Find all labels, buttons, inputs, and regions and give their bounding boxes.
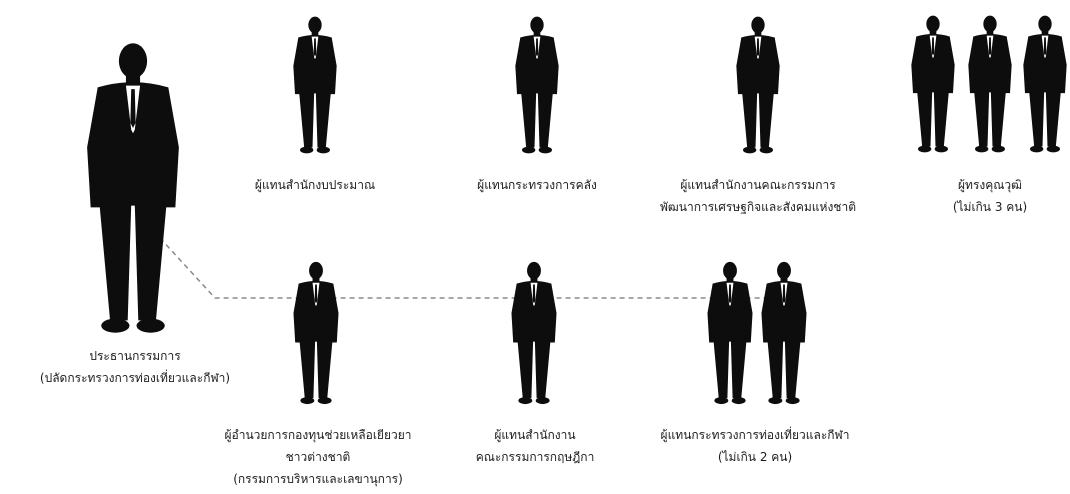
expert-silhouette-2 (968, 15, 1012, 153)
council-of-state-rep-silhouette (511, 261, 557, 405)
budget-bureau-rep-text: ผู้แทนสำนักงบประมาณ (254, 178, 376, 192)
nesdc-rep-text-line2: พัฒนาการเศรษฐกิจและสังคมแห่งชาติ (660, 200, 856, 214)
nesdc-rep-label: ผู้แทนสำนักงานคณะกรรมการ พัฒนาการเศรษฐกิ… (638, 174, 878, 218)
tourism-ministry-rep-count: (ไม่เกิน 2 คน) (717, 450, 793, 464)
nesdc-rep-silhouette (736, 16, 780, 154)
experts-text: ผู้ทรงคุณวุฒิ (958, 178, 1022, 192)
chairman-title: ประธานกรรมการ (89, 349, 181, 363)
fund-director-silhouette (293, 261, 339, 405)
council-of-state-text-line1: ผู้แทนสำนักงาน (494, 428, 576, 442)
nesdc-rep-text-line1: ผู้แทนสำนักงานคณะกรรมการ (680, 178, 836, 192)
council-of-state-rep-label: ผู้แทนสำนักงาน คณะกรรมการกฤษฎีกา (440, 424, 630, 468)
budget-bureau-rep-silhouette (293, 16, 337, 154)
finance-ministry-rep-label: ผู้แทนกระทรวงการคลัง (437, 174, 637, 196)
fund-director-role: (กรรมการบริหารและเลขานุการ) (233, 472, 403, 486)
council-of-state-text-line2: คณะกรรมการกฤษฎีกา (475, 450, 595, 464)
fund-director-text-line2: ชาวต่างชาติ (285, 450, 351, 464)
fund-director-label: ผู้อำนวยการกองทุนช่วยเหลือเยียวยา ชาวต่า… (188, 424, 448, 490)
chairman-label: ประธานกรรมการ (ปลัดกระทรวงการท่องเที่ยวแ… (0, 345, 270, 389)
expert-silhouette-1 (911, 15, 955, 153)
chairman-subtitle: (ปลัดกระทรวงการท่องเที่ยวและกีฬา) (39, 371, 231, 385)
expert-silhouette-3 (1023, 15, 1067, 153)
tourism-ministry-rep-text: ผู้แทนกระทรวงการท่องเที่ยวและกีฬา (660, 428, 850, 442)
budget-bureau-rep-label: ผู้แทนสำนักงบประมาณ (215, 174, 415, 196)
experts-label: ผู้ทรงคุณวุฒิ (ไม่เกิน 3 คน) (920, 174, 1060, 218)
chairman-silhouette (87, 43, 179, 333)
finance-ministry-rep-silhouette (515, 16, 559, 154)
fund-director-text-line1: ผู้อำนวยการกองทุนช่วยเหลือเยียวยา (224, 428, 412, 442)
finance-ministry-rep-text: ผู้แทนกระทรวงการคลัง (477, 178, 597, 192)
experts-count: (ไม่เกิน 3 คน) (952, 200, 1028, 214)
tourism-ministry-rep-silhouette-1 (707, 261, 753, 405)
tourism-ministry-rep-label: ผู้แทนกระทรวงการท่องเที่ยวและกีฬา (ไม่เก… (635, 424, 875, 468)
tourism-ministry-rep-silhouette-2 (761, 261, 807, 405)
